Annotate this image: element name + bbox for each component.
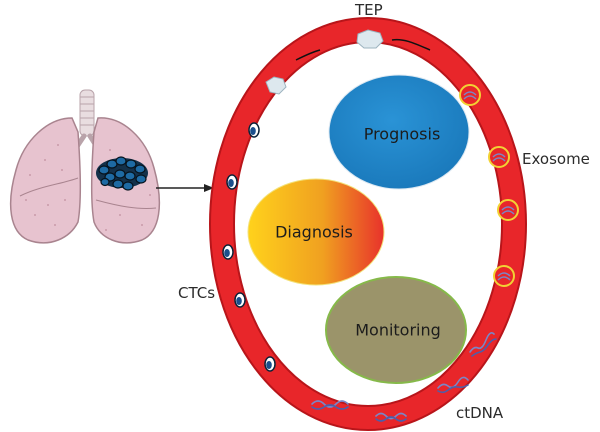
ctc-cell-icon: [248, 122, 260, 138]
exosome-label: Exosome: [522, 150, 590, 168]
monitoring-circle: [325, 276, 467, 384]
dna-strand-icon: [437, 376, 469, 394]
ctdna-strands: [311, 332, 497, 422]
ctc-cells: [222, 122, 276, 372]
exosome-icon: [497, 199, 519, 221]
ctc-cell-icon: [264, 356, 276, 372]
diagnosis-label: Diagnosis: [275, 222, 353, 242]
dna-strand-icon: [469, 332, 497, 357]
dna-strand-icon: [375, 412, 407, 422]
lungs-icon: [9, 89, 161, 244]
platelet-icon: [265, 29, 431, 95]
lung-texture: [25, 144, 151, 231]
exosomes: [459, 84, 519, 287]
ctc-cell-icon: [222, 244, 234, 260]
tumor-icon: [96, 156, 148, 191]
ctc-cell-icon: [234, 292, 246, 308]
exosome-icon: [488, 146, 510, 168]
dna-strand-icon: [311, 400, 349, 410]
ctcs-label: CTCs: [178, 284, 216, 302]
left-lung: [9, 117, 82, 244]
prognosis-circle: [328, 74, 470, 190]
exosome-icon: [459, 84, 481, 106]
ctdna-label: ctDNA: [456, 404, 504, 422]
exosome-icon: [493, 265, 515, 287]
prognosis-label: Prognosis: [363, 124, 441, 144]
tep-label: TEP: [355, 1, 383, 19]
arrow-icon: [156, 184, 214, 192]
diagnosis-circle: [247, 178, 385, 286]
ctc-cell-icon: [226, 174, 238, 190]
monitoring-label: Monitoring: [355, 320, 441, 340]
